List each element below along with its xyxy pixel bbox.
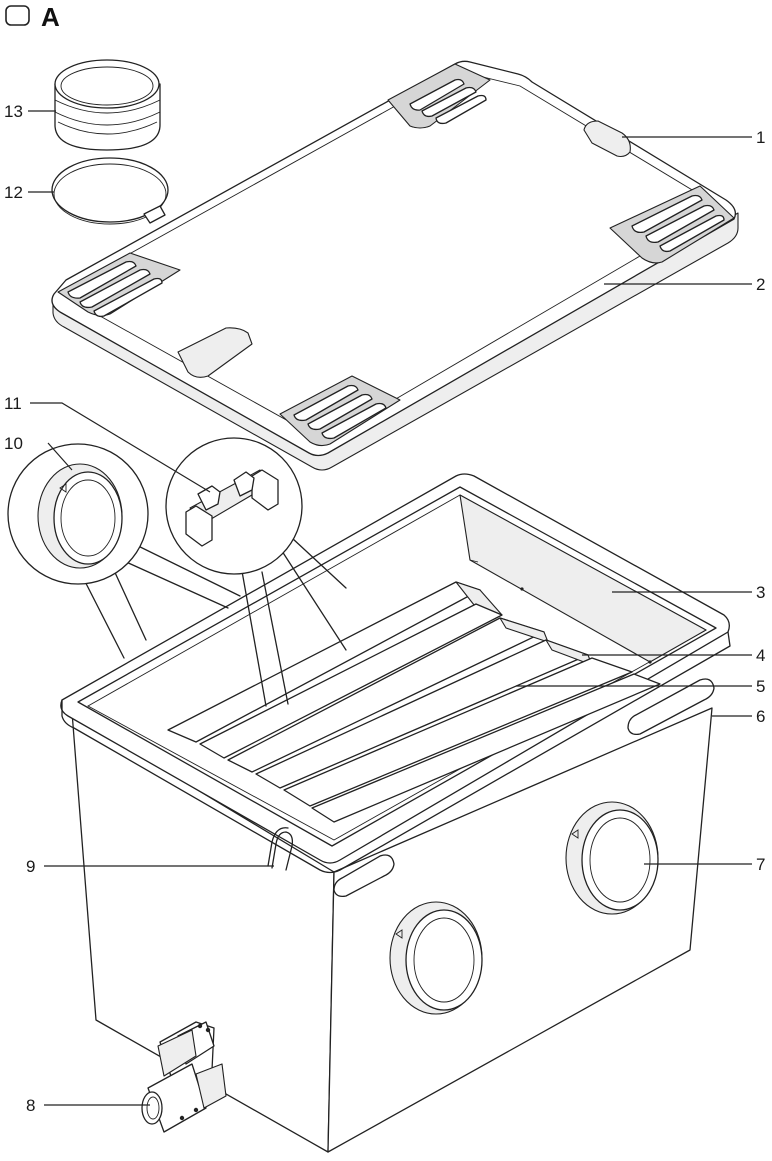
drain-valve <box>141 1021 227 1133</box>
callout-12: 12 <box>4 183 23 202</box>
filter-pads <box>167 559 661 823</box>
callout-13: 13 <box>4 102 23 121</box>
hose-clamp <box>51 157 169 225</box>
detail-bubble-clip <box>165 437 347 707</box>
section-letter: A <box>41 2 60 32</box>
checkbox-icon[interactable] <box>5 5 30 26</box>
callout-4: 4 <box>756 646 765 665</box>
clip <box>267 827 294 871</box>
pipe-connector-left <box>389 901 483 1015</box>
callout-7: 7 <box>756 855 765 874</box>
lid <box>51 60 739 471</box>
callout-10: 10 <box>4 434 23 453</box>
callout-6: 6 <box>756 707 765 726</box>
callout-2: 2 <box>756 275 765 294</box>
handles <box>333 678 715 898</box>
callout-8: 8 <box>26 1096 35 1115</box>
callout-11: 11 <box>4 394 22 413</box>
callout-labels: 1 2 3 4 5 6 7 8 9 10 11 12 13 <box>4 102 765 1115</box>
callout-9: 9 <box>26 857 35 876</box>
lid-vents <box>57 63 735 447</box>
coupling-sleeve <box>54 59 161 151</box>
pipe-connector-right <box>565 801 659 915</box>
callout-5: 5 <box>756 677 765 696</box>
leader-lines <box>28 110 752 1106</box>
callout-1: 1 <box>756 128 765 147</box>
detail-bubble-connector <box>7 443 241 659</box>
callout-3: 3 <box>756 583 765 602</box>
